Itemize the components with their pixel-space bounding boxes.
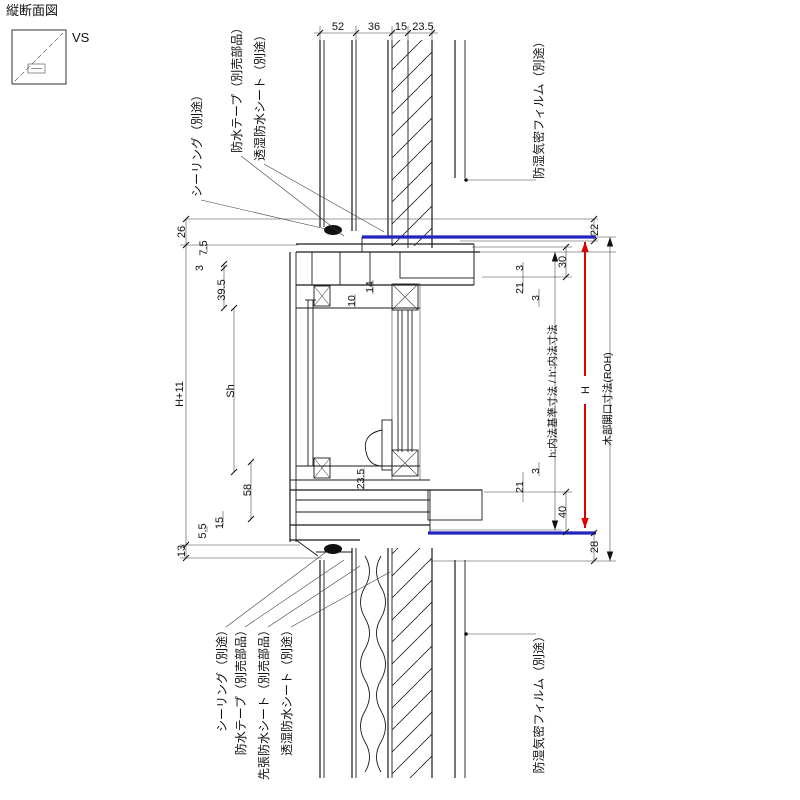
- label-top-vapor-film: 防湿気密フィルム（別途）: [531, 35, 546, 179]
- dim-roh-label: 木部開口寸法(ROH): [601, 352, 614, 445]
- label-top-sealing: シーリング（別途）: [189, 89, 204, 197]
- frame-sill: [290, 479, 483, 557]
- insulation-wave-1: [360, 555, 370, 773]
- extension-lines: [180, 26, 616, 562]
- dim-30: 30: [557, 256, 569, 268]
- dim-13: 13: [176, 545, 188, 557]
- dim-21-right-bottom: 21: [514, 481, 526, 493]
- dim-3-right-top-2: 3: [530, 295, 542, 301]
- dim-3-right-bottom: 3: [530, 468, 542, 474]
- dim-10: 10: [346, 295, 358, 307]
- dim-22: 22: [589, 224, 601, 236]
- dim-15-top: 15: [395, 21, 407, 33]
- sealing-bead-bottom: [324, 544, 342, 554]
- dim-52: 52: [332, 21, 344, 33]
- head-fixing-block: [313, 285, 331, 307]
- dim-23-5-mid: 23.5: [355, 469, 367, 490]
- dim-21-right-top: 21: [514, 282, 526, 294]
- upper-stud-hatch: [392, 40, 432, 246]
- dim-5-5: 5.5: [197, 523, 209, 538]
- dim-23-5-top: 23.5: [412, 21, 433, 33]
- label-top-breathable-sheet: 透湿防水シート（別途）: [252, 29, 267, 161]
- label-bottom-waterproof-tape: 防水テープ（別売部品）: [233, 624, 248, 755]
- dim-58: 58: [242, 484, 254, 496]
- insulation-wave-2: [376, 555, 386, 773]
- dim-40: 40: [557, 506, 569, 518]
- frame-head: [289, 225, 480, 542]
- lower-wall: [319, 548, 466, 778]
- dim-39-5: 39.5: [216, 279, 228, 300]
- label-top-waterproof-tape: 防水テープ（別売部品）: [229, 22, 244, 153]
- dimension-chains: [182, 29, 614, 565]
- sill-wood-block: [427, 489, 483, 521]
- label-bottom-sealing: シーリング（別途）: [214, 624, 229, 732]
- view-symbol: VS: [11, 29, 90, 85]
- dim-sh: Sh: [225, 384, 237, 397]
- lower-stud-hatch: [392, 548, 432, 778]
- inner-sash-outline: [391, 283, 421, 481]
- leader-lines: [200, 155, 536, 636]
- dim-14: 14: [364, 281, 376, 293]
- dim-28: 28: [589, 541, 601, 553]
- dim-3-right-top-1: 3: [514, 265, 526, 271]
- dim-inner-height-label: h:内法基準寸法 / h':内法寸法: [546, 324, 559, 457]
- glazing: [296, 283, 421, 481]
- crescent-handle: [364, 429, 383, 467]
- H-label-backing: [574, 376, 588, 404]
- dim-7-5: 7.5: [198, 240, 210, 255]
- dim-3-left: 3: [194, 265, 206, 271]
- view-symbol-label: VS: [72, 30, 90, 45]
- sill-fixing-block: [313, 457, 331, 479]
- dim-H: H: [580, 386, 592, 394]
- label-bottom-breathable-sheet: 透湿防水シート（別途）: [279, 624, 294, 756]
- dim-26: 26: [176, 226, 188, 238]
- lintel-wood-block: [399, 251, 475, 279]
- upper-wall: [319, 40, 466, 248]
- label-bottom-pre-waterproof-sheet: 先張防水シート（別売部品）: [256, 624, 271, 780]
- sealing-bead-top: [324, 225, 342, 235]
- label-bottom-vapor-film: 防湿気密フィルム（別途）: [531, 630, 546, 774]
- crescent-lock: [381, 419, 393, 471]
- dim-36: 36: [368, 21, 380, 33]
- dim-h-plus-11: H+11: [174, 381, 186, 407]
- dim-15-left: 15: [214, 517, 226, 529]
- page-title: 縦断面図: [6, 3, 58, 18]
